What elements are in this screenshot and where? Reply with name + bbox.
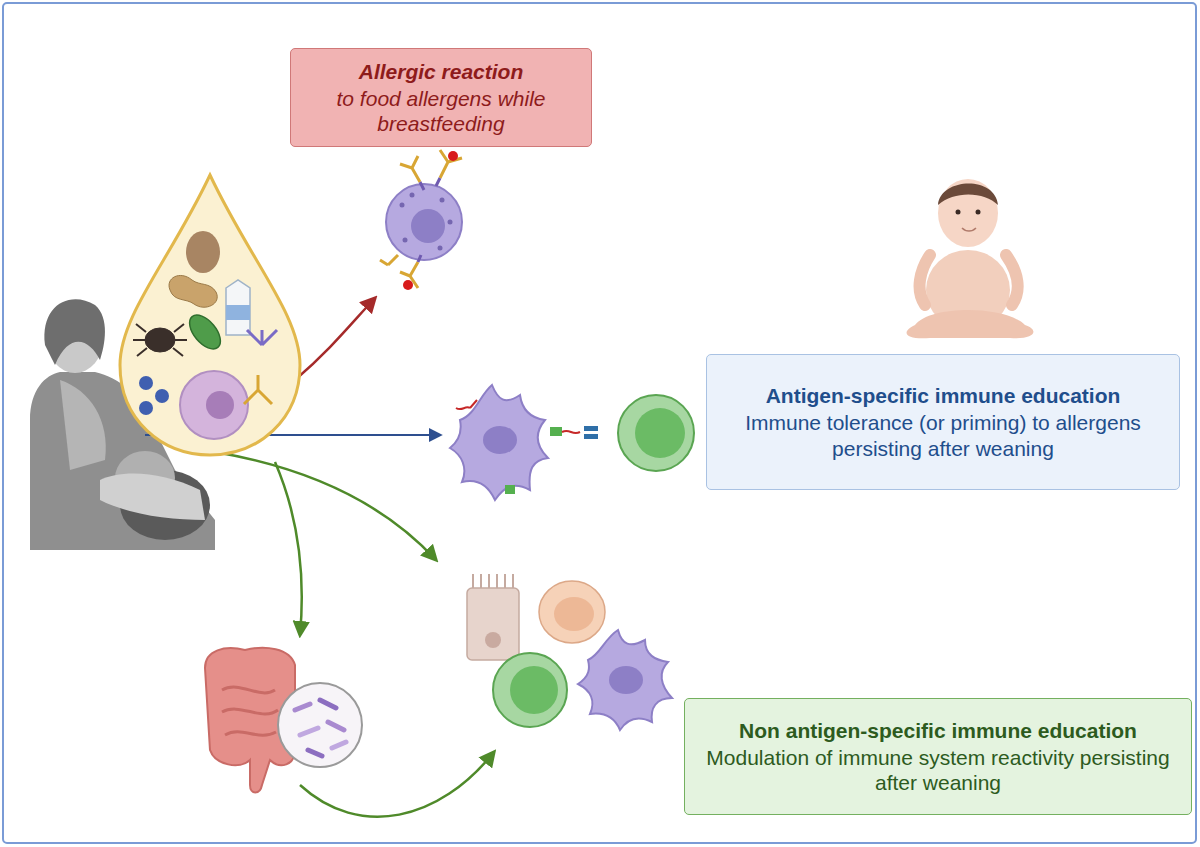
non-antigen-specific-box: Non antigen-specific immune educationMod… xyxy=(684,698,1192,815)
immune-cell-cluster xyxy=(467,574,672,730)
t-cell xyxy=(618,395,694,471)
green-arrow xyxy=(215,452,436,560)
box-heading: Antigen-specific immune education xyxy=(766,383,1121,408)
intestine xyxy=(205,648,362,793)
mast-cell xyxy=(380,150,462,290)
allergy-box: Allergic reactionto food allergens while… xyxy=(290,48,592,147)
box-body: Modulation of immune system reactivity p… xyxy=(697,745,1179,795)
baby-figure xyxy=(907,179,1034,338)
box-body: to food allergens while breastfeeding xyxy=(303,86,579,136)
antigen-specific-box: Antigen-specific immune educationImmune … xyxy=(706,354,1180,490)
green-arrow xyxy=(275,462,302,635)
box-heading: Non antigen-specific immune education xyxy=(739,718,1137,743)
frame xyxy=(3,3,1196,843)
milk-drop xyxy=(120,175,300,455)
box-heading: Allergic reaction xyxy=(359,59,524,84)
dendritic-cell xyxy=(450,385,598,500)
box-body: Immune tolerance (or priming) to allerge… xyxy=(719,410,1167,460)
red-arrow xyxy=(295,298,375,380)
